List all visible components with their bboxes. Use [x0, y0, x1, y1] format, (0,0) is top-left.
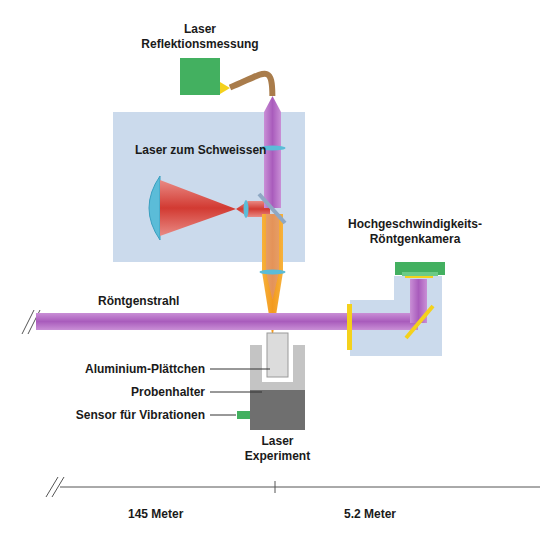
break-mark [22, 310, 34, 334]
dimension-label: 145 Meter [128, 507, 183, 521]
laser-beam [160, 180, 236, 236]
reflection-path [230, 74, 272, 96]
lens [244, 200, 249, 218]
part-label: Sensor für Vibrationen [76, 408, 205, 422]
camera-mount [402, 272, 438, 276]
camera-label: Hochgeschwindigkeits- Röntgenkamera [395, 262, 445, 275]
experiment-label: Laser Experiment [250, 345, 305, 430]
node-text: Laser zum Schweissen [135, 143, 266, 158]
mirror [259, 194, 285, 223]
aluminium-plate [267, 333, 288, 377]
node-text: Laser Reflektionsmessung [135, 22, 265, 52]
xray-beam [36, 313, 352, 330]
node-text: Hochgeschwindigkeits- Röntgenkamera [340, 217, 490, 247]
node-text: Laser Experiment [236, 434, 320, 464]
leader-line [210, 369, 270, 370]
sensor-box [180, 58, 220, 95]
dimension-label: 5.2 Meter [344, 507, 396, 521]
lens [260, 270, 286, 275]
camera-body [395, 262, 445, 275]
lens [149, 176, 160, 240]
break-mark [46, 477, 58, 497]
beam-label: Röntgenstrahl [98, 294, 179, 308]
laser-box: Laser zum Schweissen [113, 112, 305, 262]
leader-line [210, 415, 236, 416]
camera-housing [350, 276, 442, 356]
scintillator-mirror [406, 306, 433, 338]
dimension-tick [275, 481, 276, 493]
sensor-lens [220, 82, 230, 94]
leader-line [210, 392, 262, 393]
sample-holder-base [250, 390, 305, 430]
part-label: Probenhalter [131, 385, 205, 399]
part-label: Aluminium-Plättchen [85, 362, 205, 376]
window [347, 304, 352, 350]
reflection-beam [266, 214, 279, 300]
xray-beam [352, 313, 418, 330]
vibration-sensor [237, 411, 250, 419]
dimension-line [60, 487, 540, 488]
sensor-label: Laser Reflektionsmessung [180, 58, 220, 95]
reflection-beam [264, 96, 281, 208]
